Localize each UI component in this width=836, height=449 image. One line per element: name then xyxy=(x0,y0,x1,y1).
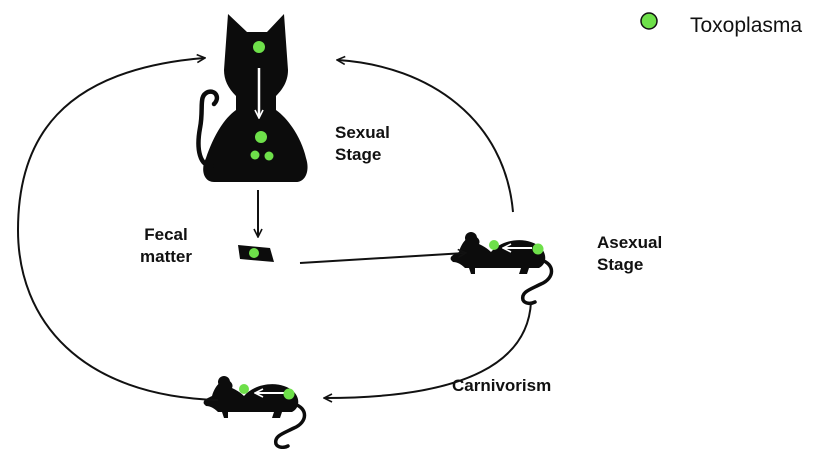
legend-marker xyxy=(640,12,658,30)
toxoplasma-dot xyxy=(255,131,267,143)
mouse-icon xyxy=(201,374,307,449)
toxoplasma-dot xyxy=(283,388,295,400)
cat-icon xyxy=(196,14,308,182)
toxoplasma-dot xyxy=(264,151,274,161)
mouse-icon xyxy=(448,230,554,306)
fecal-matter-label: Fecal matter xyxy=(140,225,192,266)
toxoplasma-dot xyxy=(532,243,544,255)
toxoplasma-dot xyxy=(239,384,249,394)
toxoplasma-dot xyxy=(249,248,259,258)
sexual-stage-label: Sexual Stage xyxy=(335,123,390,164)
asexual-stage-label: Asexual Stage xyxy=(597,233,663,274)
toxoplasma-dot xyxy=(253,41,265,53)
arrow-lower-mouse-to-cat xyxy=(16,58,219,401)
arrow-mouse-to-cat xyxy=(338,60,514,213)
toxoplasma-dot xyxy=(250,150,260,160)
arrow-mouse-to-lower-mouse xyxy=(325,301,532,398)
legend-label: Toxoplasma xyxy=(690,14,803,37)
arrow-fecal-matter-to-mouse xyxy=(299,253,465,264)
toxoplasma-dot xyxy=(489,240,499,250)
carnivorism-label: Carnivorism xyxy=(452,376,552,395)
